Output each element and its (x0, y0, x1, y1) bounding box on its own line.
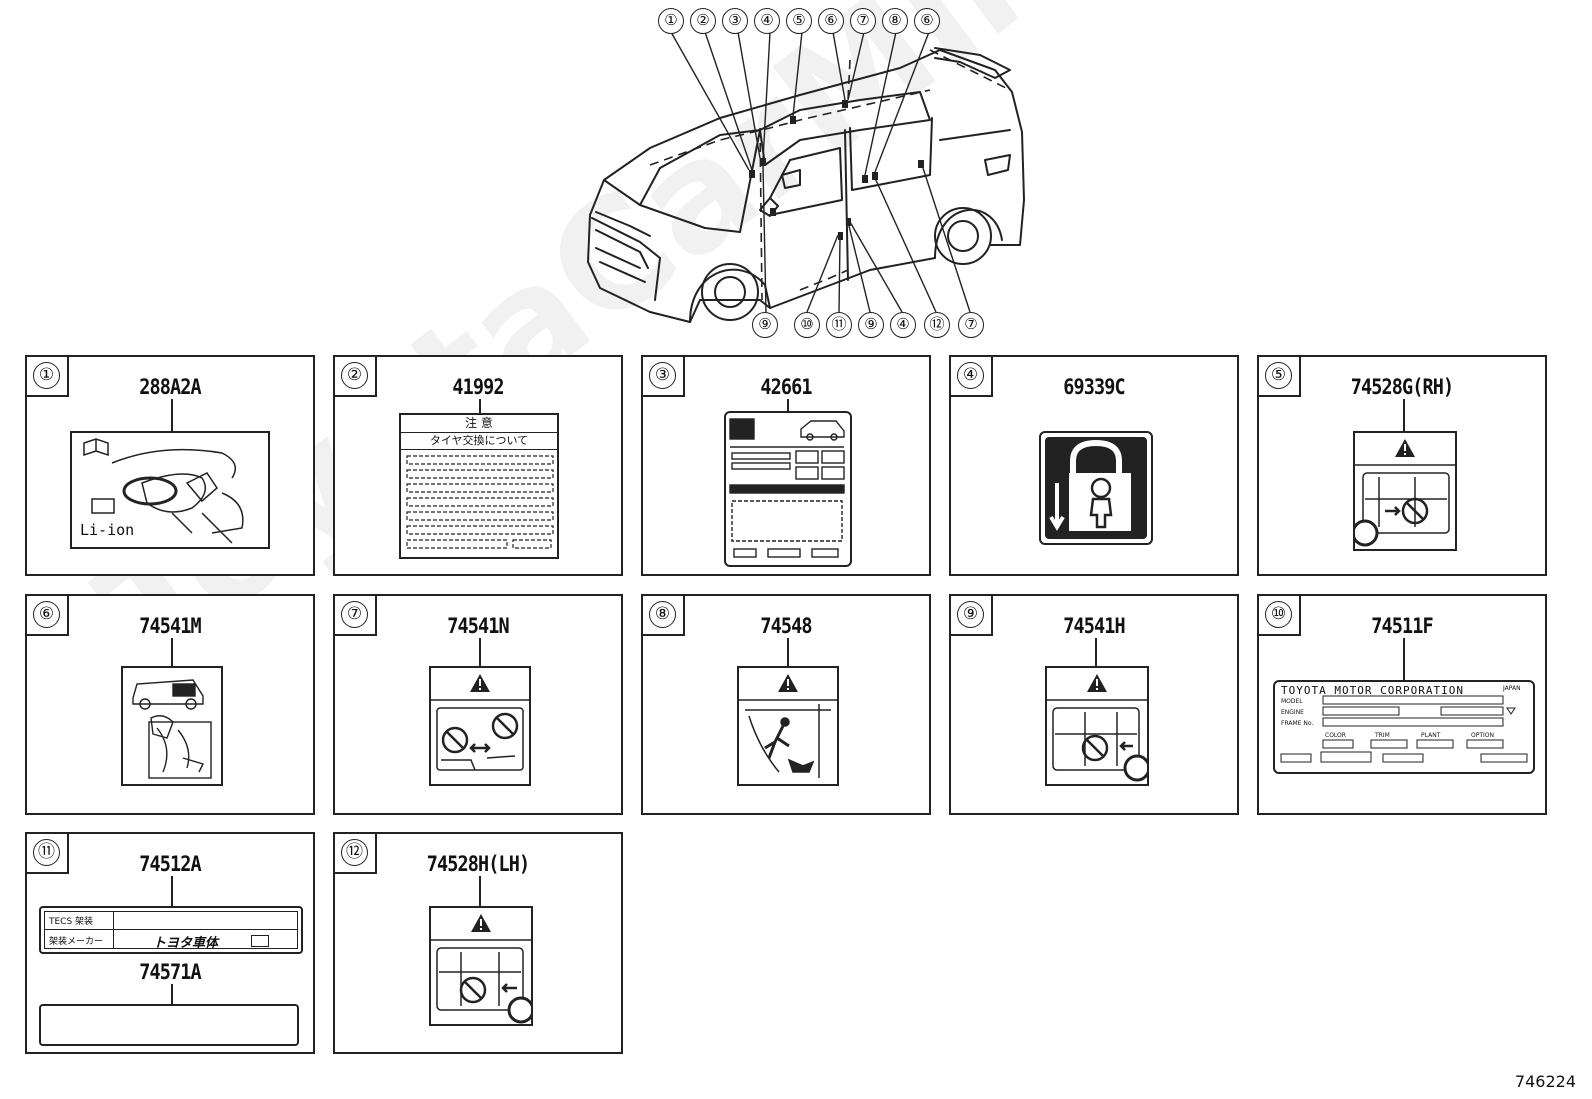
label-illustration (1045, 666, 1151, 786)
field-trim: TRIM (1375, 732, 1390, 739)
door-warning-icon (1351, 439, 1455, 547)
label-illustration (724, 411, 852, 567)
panel-41992[interactable]: ② 41992 注 意 タイヤ交換について (333, 355, 623, 576)
callout-top-5: ⑤ (786, 8, 812, 34)
panel-index-box: ⑥ (25, 594, 69, 636)
callout-top-6: ⑥ (818, 8, 844, 34)
child-lock-icon (1045, 437, 1147, 539)
door-warning-icon-lh (431, 914, 535, 1024)
panel-74541N[interactable]: ⑦ 74541N (333, 594, 623, 815)
panel-index-box: ② (333, 355, 377, 397)
panel-index-box: ⑩ (1257, 594, 1301, 636)
part-number: 74528H(LH) (426, 852, 530, 876)
part-number: 74541M (139, 614, 201, 638)
part-number: 74528G(RH) (1350, 375, 1454, 399)
label-illustration (737, 666, 839, 786)
field-color: COLOR (1325, 732, 1346, 739)
li-ion-text: Li-ion (80, 521, 135, 539)
panel-index-box: ③ (641, 355, 685, 397)
panel-288A2A[interactable]: ① 288A2A Li-ion (25, 355, 315, 576)
panel-index-box: ⑨ (949, 594, 993, 636)
text-lines-placeholder (406, 455, 554, 549)
door-pinch-warning-icon (1047, 674, 1151, 782)
tire-change-subtitle: タイヤ交換について (401, 433, 557, 450)
panel-74512A-74571A[interactable]: ⑪ 74512A TECS 架装 架装メーカー トヨタ車体 74571A (25, 832, 315, 1054)
row-model: MODEL (1281, 698, 1303, 705)
vin-plate-label: TOYOTA MOTOR CORPORATION JAPAN MODEL ENG… (1273, 680, 1535, 774)
callout-bottom-9: ⑨ (752, 312, 778, 338)
lithium-ion-warning-icon (83, 438, 244, 544)
country-text: JAPAN (1503, 685, 1521, 692)
panel-74511F[interactable]: ⑩ 74511F TOYOTA MOTOR CORPORATION JAPAN … (1257, 594, 1547, 815)
panel-index-box: ⑤ (1257, 355, 1301, 397)
step-slip-warning-icon (739, 674, 837, 778)
label-illustration (429, 906, 535, 1026)
panel-74548[interactable]: ⑧ 74548 (641, 594, 931, 815)
callout-top-6b: ⑥ (914, 8, 940, 34)
part-number: 41992 (452, 375, 504, 399)
panel-74528G-RH[interactable]: ⑤ 74528G(RH) (1257, 355, 1547, 576)
seat-operation-icon (132, 679, 212, 779)
panel-42661[interactable]: ③ 42661 (641, 355, 931, 576)
label-illustration (121, 666, 223, 786)
blank-label (39, 1004, 299, 1046)
callout-bottom-4: ④ (890, 312, 916, 338)
panel-index-box: ① (25, 355, 69, 397)
callout-top-7: ⑦ (850, 8, 876, 34)
panel-74541H[interactable]: ⑨ 74541H (949, 594, 1239, 815)
label-illustration: 注 意 タイヤ交換について (399, 413, 559, 559)
caution-title: 注 意 (401, 415, 557, 433)
vehicle-overview-drawing (587, 31, 1025, 323)
label-illustration (429, 666, 531, 786)
label-illustration: Li-ion (70, 431, 270, 549)
vin-plate-boxes (1280, 695, 1528, 763)
panel-index-box: ⑧ (641, 594, 685, 636)
panel-69339C[interactable]: ④ 69339C (949, 355, 1239, 576)
maker-text: TOYOTA MOTOR CORPORATION (1281, 684, 1464, 697)
child-lock-label (1039, 431, 1153, 545)
part-number: 74511F (1371, 614, 1433, 638)
part-number: 288A2A (139, 375, 201, 399)
row-engine: ENGINE (1281, 709, 1304, 716)
figure-id: 746224 (1514, 1072, 1576, 1091)
field-option: OPTION (1471, 732, 1494, 739)
part-number-2: 74571A (139, 960, 201, 984)
part-number: 74541H (1063, 614, 1125, 638)
callout-top-8: ⑧ (882, 8, 908, 34)
part-number: 74541N (447, 614, 509, 638)
tecs-row-2: 架装メーカー (49, 937, 104, 947)
callout-bottom-7: ⑦ (958, 312, 984, 338)
label-illustration (1351, 431, 1457, 551)
brand-text: トヨタ車体 (153, 936, 219, 951)
callout-bottom-10: ⑩ (794, 312, 820, 338)
field-plant: PLANT (1421, 732, 1441, 739)
callout-top-4: ④ (754, 8, 780, 34)
part-number: 42661 (760, 375, 812, 399)
row-frame: FRAME No. (1281, 720, 1314, 727)
callout-bottom-12: ⑫ (924, 312, 950, 338)
tecs-label: TECS 架装 架装メーカー トヨタ車体 (39, 906, 303, 954)
panel-index-box: ④ (949, 355, 993, 397)
panel-74541M[interactable]: ⑥ 74541M (25, 594, 315, 815)
seat-slide-warning-icon (431, 674, 529, 771)
panel-index-box: ⑪ (25, 832, 69, 874)
tecs-row-1: TECS 架装 (49, 917, 94, 927)
callout-bottom-11: ⑪ (826, 312, 852, 338)
part-number: 69339C (1063, 375, 1125, 399)
panel-74528H-LH[interactable]: ⑫ 74528H(LH) (333, 832, 623, 1054)
callout-top-1: ① (658, 8, 684, 34)
callout-top-3: ③ (722, 8, 748, 34)
panel-index-box: ⑦ (333, 594, 377, 636)
tire-info-icon (729, 418, 845, 558)
panel-index-box: ⑫ (333, 832, 377, 874)
callout-bottom-9b: ⑨ (858, 312, 884, 338)
callout-top-2: ② (690, 8, 716, 34)
part-number: 74548 (760, 614, 812, 638)
part-number: 74512A (139, 852, 201, 876)
